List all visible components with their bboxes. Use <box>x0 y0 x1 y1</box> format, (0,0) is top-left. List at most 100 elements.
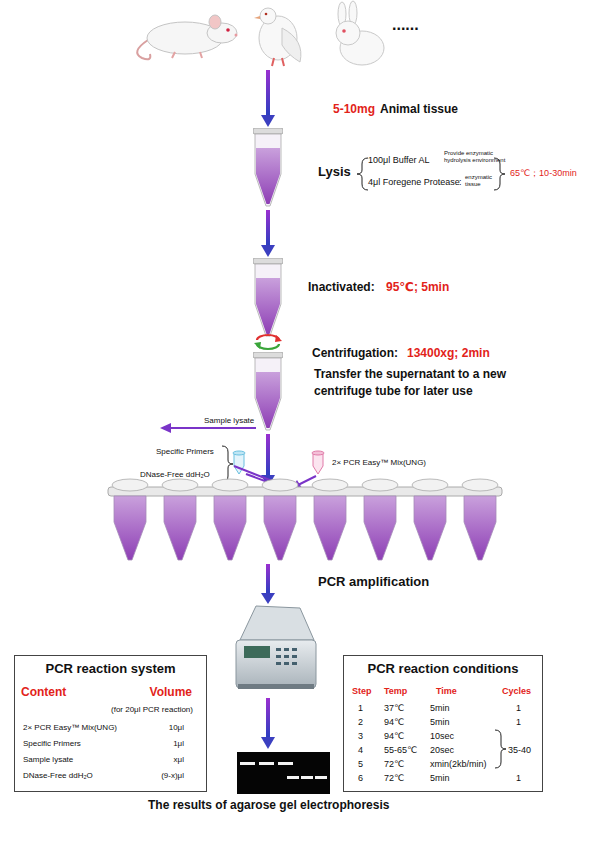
lysate-arrow <box>160 423 171 433</box>
pcr-strip <box>114 496 496 560</box>
ellipsis: ...... <box>392 16 419 34</box>
step-label: Centrifugation: <box>312 347 398 361</box>
pigeon-picture <box>272 58 284 66</box>
table-cell: 72℃ <box>384 759 404 769</box>
lysate-arrow <box>170 427 256 429</box>
pcr-strip <box>214 496 246 560</box>
thermocycler <box>238 684 314 689</box>
pcr-strip <box>164 496 196 560</box>
table-cell: 5min <box>430 717 450 727</box>
table-cell: 6 <box>358 773 363 783</box>
condition-label: 95℃; 5min <box>386 281 449 295</box>
table-cell: 94℃ <box>384 717 404 727</box>
table-cell: 5min <box>430 703 450 713</box>
table-cell: 10sec <box>430 731 454 741</box>
table-cell: 1 <box>516 717 521 727</box>
pcr-strip <box>364 496 396 560</box>
pcr-strip <box>412 479 448 491</box>
pigeon-picture <box>282 28 301 62</box>
rotation-symbol <box>275 335 282 342</box>
table-cell: DNase-Free ddH₂O <box>23 771 93 780</box>
pigeon-picture <box>254 16 260 19</box>
column-header: Temp <box>384 686 407 696</box>
flow-arrow <box>266 698 270 738</box>
rabbit-picture <box>336 21 360 45</box>
thermocycler <box>276 662 281 665</box>
flow-arrow <box>266 210 270 246</box>
pigeon-picture <box>265 13 268 16</box>
pcr-strip <box>264 496 296 560</box>
pcr-strip <box>112 479 148 491</box>
pcr-strip <box>362 479 398 491</box>
thermocycler <box>284 662 289 665</box>
pigeon-picture <box>260 8 276 24</box>
mouse-picture <box>172 52 202 58</box>
pcr-strip <box>462 479 498 491</box>
step-label: Animal tissue <box>380 103 458 117</box>
table-cell: 94℃ <box>384 731 404 741</box>
thermocycler <box>292 655 297 658</box>
reagent-icon <box>233 451 245 455</box>
table-cell: Sample lysate <box>23 755 73 764</box>
reagent-icon <box>313 454 323 474</box>
table-note: (for 20μl PCR reaction) <box>111 705 193 714</box>
column-header: Volume <box>150 686 192 700</box>
centrifuge-tube <box>253 258 283 336</box>
thermocycler <box>236 640 316 688</box>
centrifuge-tube <box>253 128 283 430</box>
rotation-symbol <box>254 335 282 349</box>
table-cell: 37℃ <box>384 703 404 713</box>
table-cell: 3 <box>358 731 363 741</box>
gel-image <box>301 776 313 779</box>
gel-image <box>278 762 293 765</box>
table-cell: 10μl <box>169 723 184 732</box>
flow-arrow <box>261 737 275 749</box>
table-box: PCR reaction conditionsStepTempTimeCycle… <box>343 655 543 792</box>
table-cell: xmin(2kb/min) <box>430 759 487 769</box>
table-title: PCR reaction conditions <box>344 662 542 677</box>
flow-arrow <box>266 564 270 594</box>
mouse-picture <box>137 15 237 59</box>
table-cell: 1 <box>516 703 521 713</box>
rabbit-picture <box>342 29 346 33</box>
thermocycler <box>284 648 289 651</box>
note-label: Provide enzymatic hydrolysis environment <box>444 150 508 164</box>
pcr-strip <box>464 496 496 560</box>
gel-image <box>315 776 327 779</box>
table-cell: xμl <box>174 755 184 764</box>
thermocycler <box>276 648 297 665</box>
pcr-strip <box>414 496 446 560</box>
pcr-strip <box>314 496 346 560</box>
gel-image <box>259 762 274 765</box>
thermocycler <box>236 606 316 689</box>
flow-arrow <box>261 593 275 604</box>
thermocycler <box>276 655 281 658</box>
reagent-icon <box>234 454 244 474</box>
reagent-label: 2× PCR Easy™ Mix(UNG) <box>332 458 426 467</box>
reagent-label: 4μl Foregene Protease <box>368 177 460 187</box>
cycle-count: 35-40 <box>508 745 531 755</box>
table-cell: 4 <box>358 745 363 755</box>
step-label: Lysis <box>318 165 351 180</box>
mouse-picture <box>235 34 238 37</box>
table-cell: Specific Primers <box>23 739 81 748</box>
condition-label: 65℃；10-30min <box>510 168 577 178</box>
brace <box>357 158 368 190</box>
table-cell: (9-x)μl <box>161 771 184 780</box>
instruction-note: Transfer the supernatant to a new centri… <box>314 366 564 400</box>
table-title: PCR reaction system <box>15 662 206 677</box>
pcr-strip <box>212 479 248 491</box>
rotation-symbol <box>254 342 261 349</box>
column-header: Time <box>436 686 457 696</box>
table-cell: 2× PCR Easy™ Mix(UNG) <box>23 723 117 732</box>
table-cell: 1μl <box>173 739 184 748</box>
gel-image <box>237 752 330 794</box>
table-box: PCR reaction systemContentVolume(for 20μ… <box>14 655 207 792</box>
pcr-strip <box>112 479 498 491</box>
centrifuge-tube <box>253 352 283 430</box>
column-header: Step <box>352 686 372 696</box>
condition-label: 13400xg; 2min <box>407 347 490 361</box>
reagent-label: 100μl Buffer AL <box>368 155 430 165</box>
